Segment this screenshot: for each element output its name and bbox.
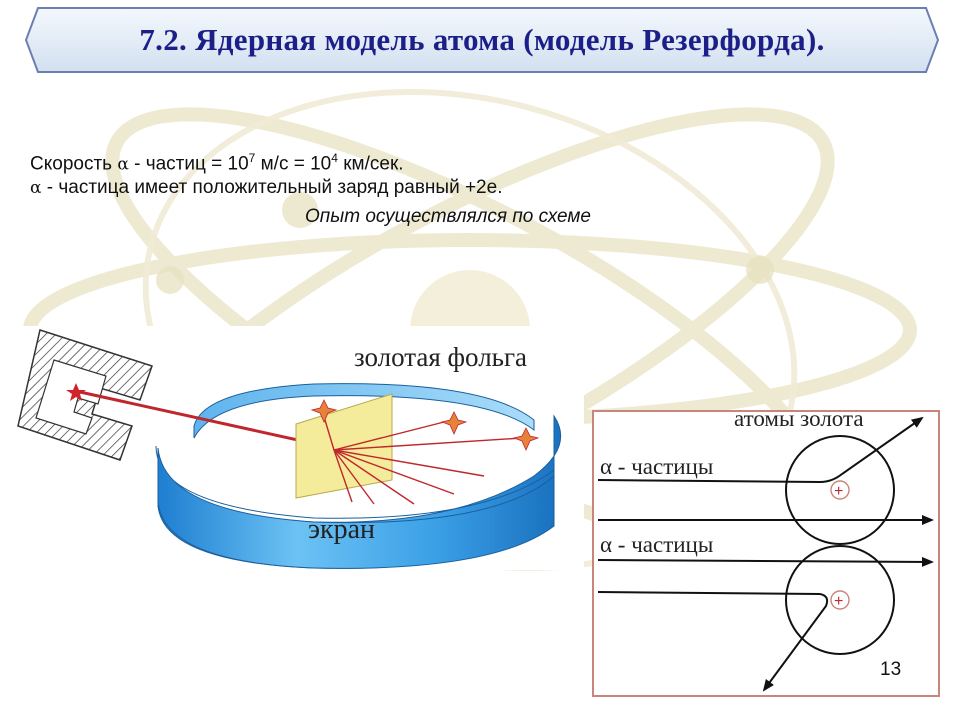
alpha-symbol: α [117, 154, 129, 175]
gold-foil [295, 393, 393, 499]
scattered-rays [321, 409, 523, 505]
velocity-prefix: Скорость [30, 153, 118, 175]
nucleus-top [830, 480, 850, 500]
gold-atom-bottom [785, 545, 895, 655]
trajectories [597, 416, 934, 692]
alpha-beam [79, 390, 335, 450]
page-title: 7.2. Ядерная модель атома (модель Резерф… [139, 22, 825, 57]
rutherford-apparatus-figure: золотая фольга экран [14, 326, 584, 570]
exponent-7: 7 [248, 151, 256, 165]
velocity-suffix: км/сек. [337, 153, 404, 175]
charge-text: - частица имеет положительный заряд равн… [41, 177, 503, 198]
gold-atom-scattering-figure: + + атомы золота α - частицы α - частицы [592, 410, 940, 697]
nucleus-bottom [830, 590, 850, 610]
alpha-symbol: α [30, 178, 42, 198]
foil-label: золотая фольга [354, 342, 527, 372]
title-banner: 7.2. Ядерная модель атома (модель Резерф… [24, 6, 940, 74]
nucleus-plus-bottom: + [834, 593, 843, 610]
red-star-icon [66, 383, 86, 401]
banner-shape [24, 7, 940, 73]
gold-atom-top [785, 435, 895, 545]
intro-text: Скорость α - частиц = 107 м/с = 104 км/с… [30, 144, 750, 231]
exponent-4: 4 [331, 151, 338, 165]
scheme-line: Опыт осуществлялся по схеме [305, 206, 591, 227]
page-number: 13 [880, 659, 902, 680]
particles-label-top: α - частицы [600, 454, 713, 479]
charge-line: α - частица имеет положительный заряд ра… [30, 173, 750, 202]
velocity-mid: - частиц = 10 [128, 153, 249, 175]
atoms-label: атомы золота [734, 410, 864, 431]
scintillation-flash-icon [310, 399, 540, 451]
alpha-source-icon [17, 329, 153, 461]
velocity-mid2: м/с = 10 [255, 153, 332, 175]
screen-label: экран [308, 514, 375, 545]
nucleus-plus-top: + [834, 483, 843, 500]
velocity-line: Скорость α - частиц = 107 м/с = 104 км/с… [30, 144, 750, 175]
particles-label-bottom: α - частицы [600, 532, 713, 557]
